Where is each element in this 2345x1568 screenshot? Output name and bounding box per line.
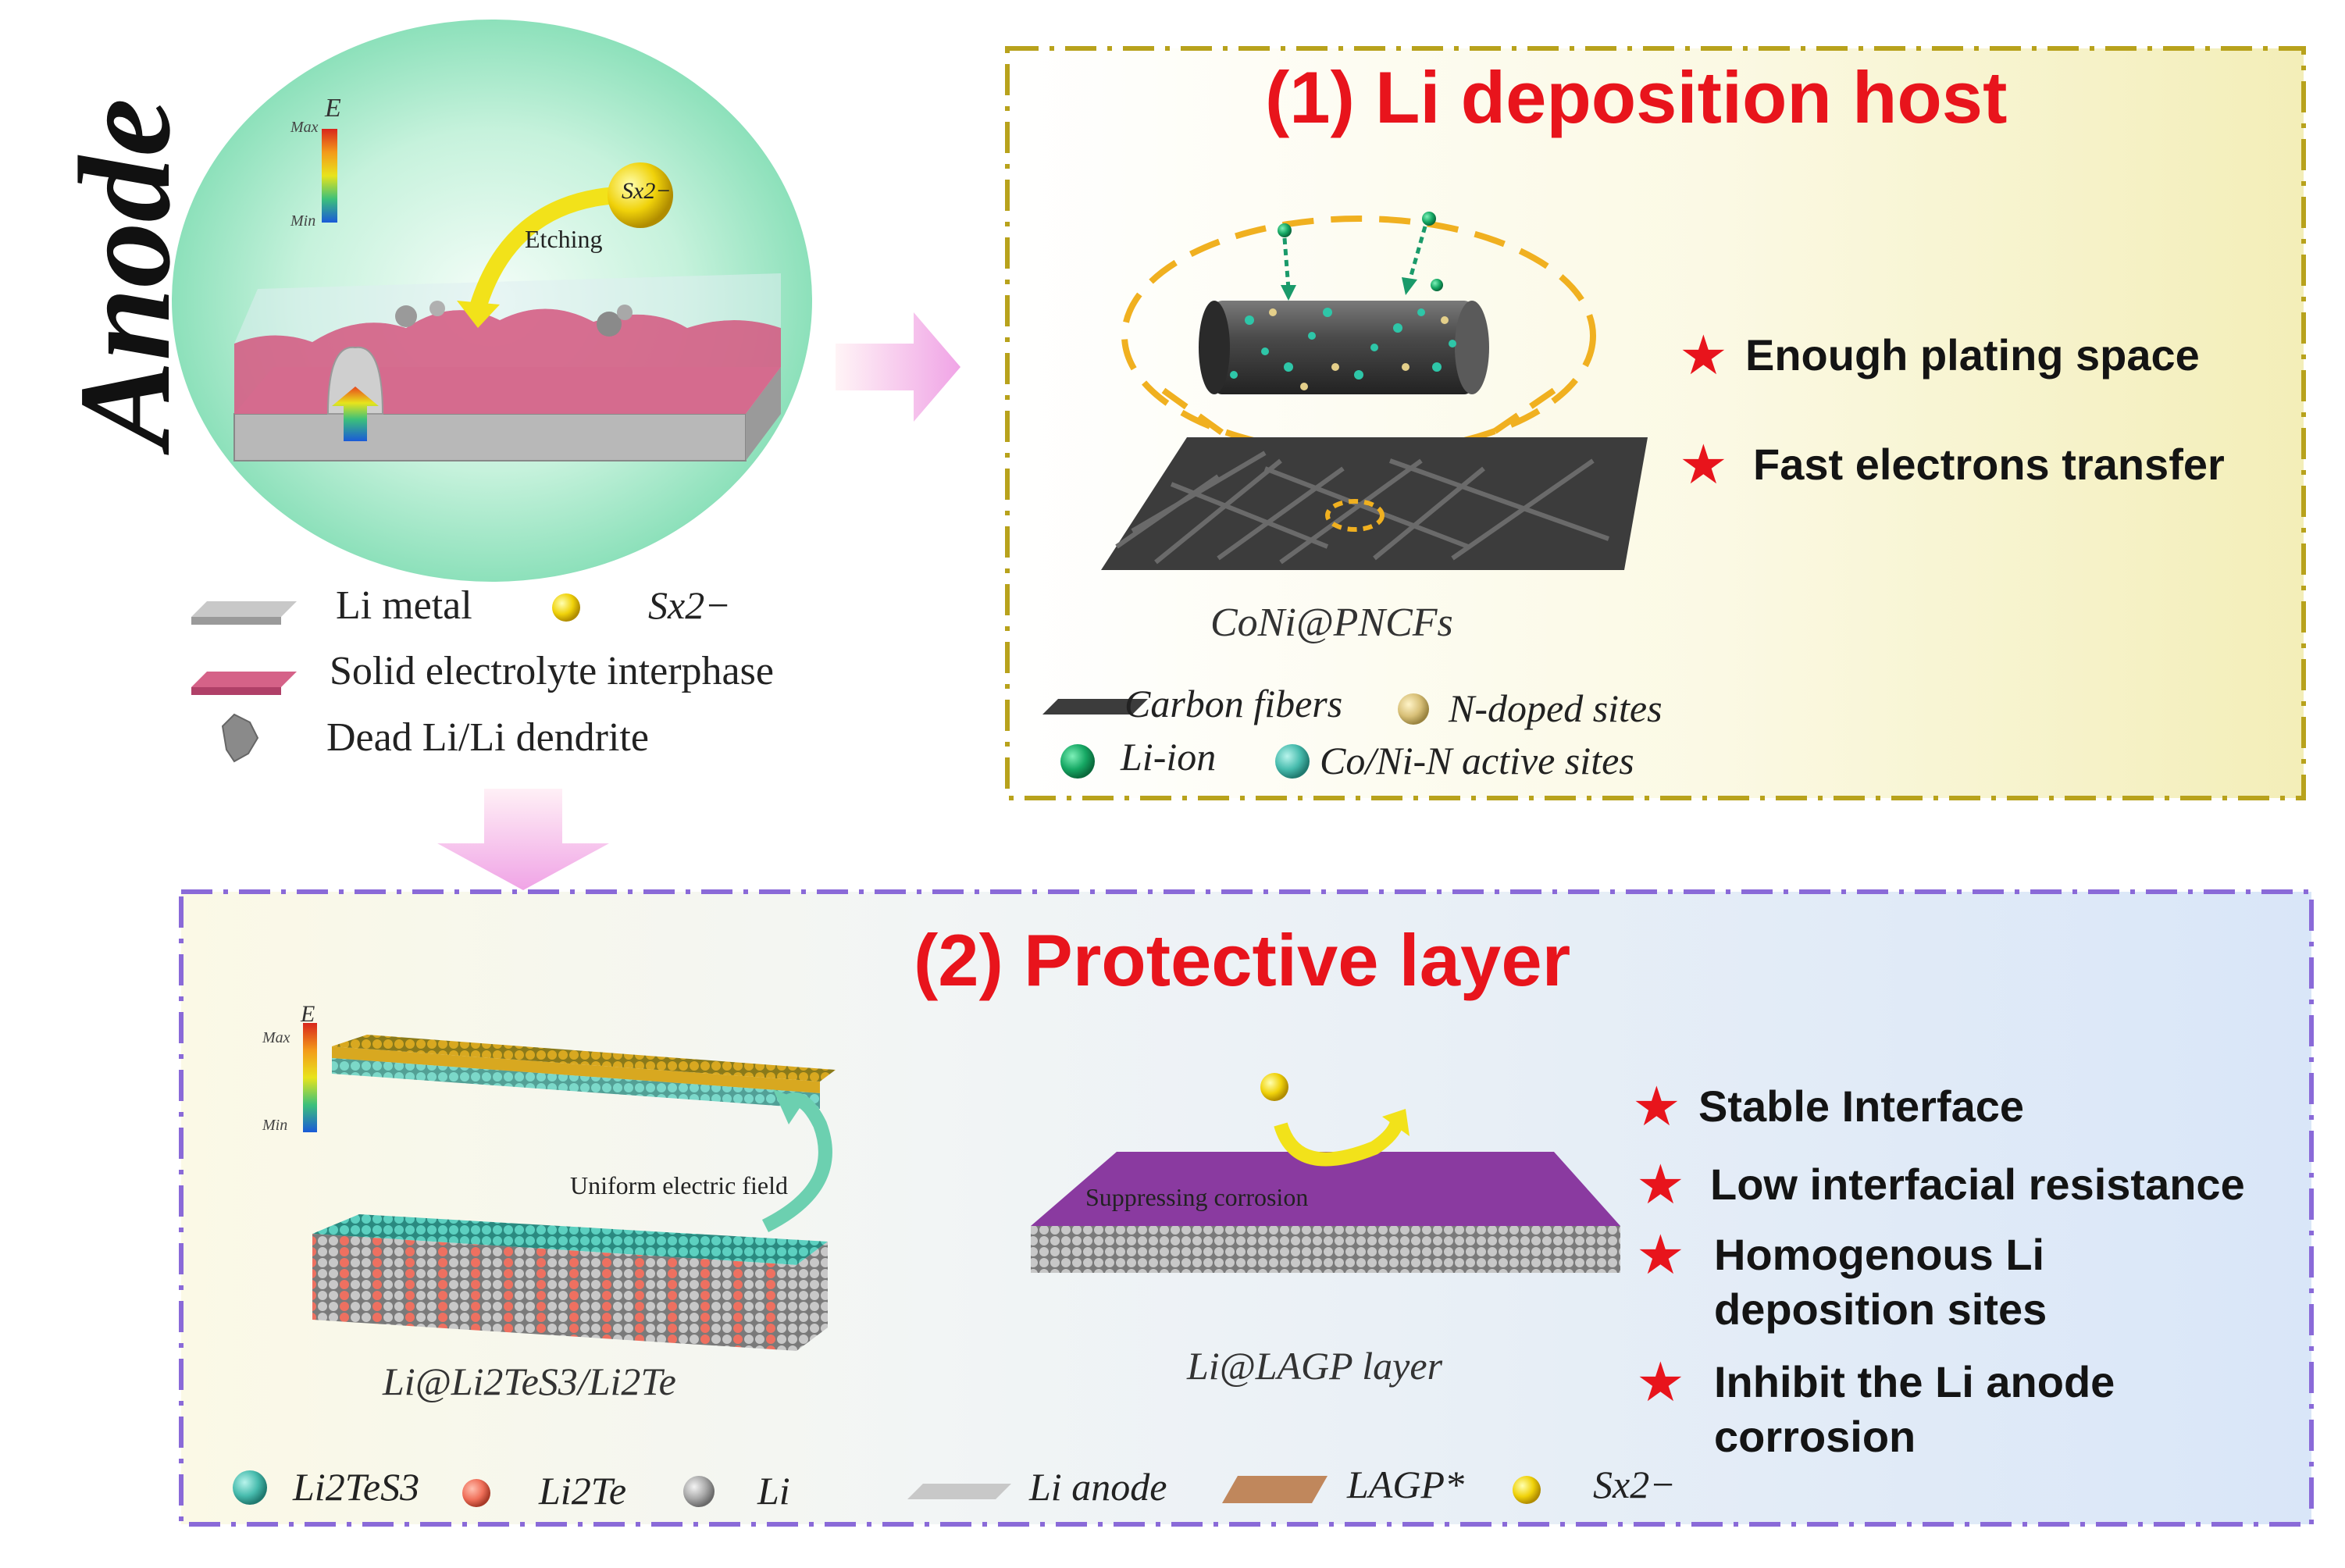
- host-carbon-fiber: [1214, 301, 1472, 394]
- legend-li2te-ball: [462, 1479, 490, 1507]
- protective-star-2: ★: [1636, 1154, 1685, 1215]
- legend-li2tes3-ball: [233, 1470, 267, 1505]
- legend-carbon-fibers-shape: [1042, 699, 1148, 715]
- anode-energy-scale: [322, 129, 337, 223]
- legend-li-metal: Li metal: [336, 583, 472, 628]
- protective-title: (2) Protective layer: [914, 919, 1571, 1001]
- protective-star-4: ★: [1636, 1352, 1685, 1413]
- protective-star-3: ★: [1636, 1224, 1685, 1285]
- material-left: Li@Li2TeS3/Li2Te: [383, 1360, 676, 1403]
- layer-li-base: [1031, 1226, 1620, 1273]
- anode-sx-label: Sx2−: [622, 178, 672, 204]
- protective-feature-4b: corrosion: [1714, 1412, 1916, 1461]
- uniform-field-label: Uniform electric field: [570, 1171, 788, 1199]
- legend-sx-ball-2: [1513, 1476, 1541, 1504]
- host-zoom-oval: [1121, 216, 1596, 456]
- protective-scale-min: Min: [262, 1117, 288, 1134]
- anode-etching-arrow: [468, 187, 618, 315]
- anode-li-slab: [233, 413, 747, 461]
- material-right: Li@LAGP layer: [1187, 1344, 1443, 1388]
- anode-growth-arrow: [332, 387, 379, 441]
- layer-bottom-teal: [312, 1214, 828, 1265]
- protective-feature-2: Low interfacial resistance: [1710, 1160, 2245, 1209]
- legend-li2tes3: Li2TeS3: [293, 1465, 420, 1509]
- legend-n-doped: N-doped sites: [1449, 686, 1663, 730]
- legend-sei-shape: [191, 672, 297, 687]
- legend-li: Li: [757, 1469, 790, 1513]
- anode-scale-min: Min: [290, 212, 316, 230]
- protective-energy-scale: [303, 1023, 317, 1132]
- protective-scale-symbol: E: [301, 1001, 315, 1027]
- protective-star-1: ★: [1632, 1076, 1681, 1137]
- legend-carbon-fibers: Carbon fibers: [1124, 682, 1343, 725]
- host-feature-star-1: ★: [1679, 325, 1728, 386]
- host-panel: [1005, 46, 2306, 800]
- protective-feature-4a: Inhibit the Li anode: [1714, 1357, 2115, 1406]
- layer-purple: [1031, 1152, 1620, 1226]
- host-feature-2: Fast electrons transfer: [1753, 440, 2225, 489]
- legend-li2te: Li2Te: [539, 1469, 627, 1513]
- host-feature-star-2: ★: [1679, 434, 1728, 495]
- legend-li-ion-ball: [1060, 744, 1095, 779]
- host-material: CoNi@PNCFs: [1210, 600, 1453, 645]
- suppressing-label: Suppressing corrosion: [1085, 1183, 1309, 1211]
- legend-li-anode-shape: [907, 1484, 1011, 1499]
- host-title: (1) Li deposition host: [1265, 56, 2008, 138]
- anode-etching-label: Etching: [525, 225, 603, 253]
- protective-scale-max: Max: [262, 1029, 290, 1046]
- anode-title: Anode: [52, 98, 198, 449]
- legend-lagp-shape: [1222, 1476, 1328, 1503]
- host-feature-1: Enough plating space: [1745, 330, 2200, 380]
- arrow-to-host: [836, 312, 960, 422]
- protective-sx-ball: [1260, 1073, 1288, 1101]
- anode-scale-symbol: E: [325, 94, 341, 123]
- legend-sei: Solid electrolyte interphase: [330, 649, 774, 693]
- legend-li-ball: [683, 1476, 715, 1507]
- anode-dendrite: [326, 346, 384, 415]
- anode-sx-ball: [608, 162, 673, 228]
- legend-n-doped-ball: [1398, 693, 1429, 725]
- protective-feature-1: Stable Interface: [1698, 1082, 2025, 1131]
- legend-dead-li-icon: [221, 713, 259, 763]
- legend-sx: Sx2−: [648, 583, 731, 627]
- legend-sx-ball: [552, 593, 580, 622]
- legend-dead-li: Dead Li/Li dendrite: [326, 715, 649, 760]
- legend-coni: Co/Ni-N active sites: [1320, 739, 1634, 782]
- legend-coni-ball: [1275, 744, 1310, 779]
- layer-top-gold: [332, 1035, 836, 1082]
- anode-scale-max: Max: [290, 119, 319, 136]
- protective-feature-3a: Homogenous Li: [1714, 1230, 2045, 1279]
- legend-li-anode: Li anode: [1029, 1465, 1167, 1509]
- legend-li-metal-shape: [191, 601, 297, 617]
- protective-feature-3b: deposition sites: [1714, 1285, 2047, 1334]
- legend-sx-2: Sx2−: [1593, 1463, 1676, 1506]
- deflection-arrow: [1274, 1116, 1405, 1167]
- legend-li-ion: Li-ion: [1121, 735, 1217, 779]
- arrow-to-protective: [437, 789, 609, 890]
- layer-bottom-mixed: [312, 1234, 797, 1351]
- legend-lagp: LAGP*: [1347, 1463, 1464, 1506]
